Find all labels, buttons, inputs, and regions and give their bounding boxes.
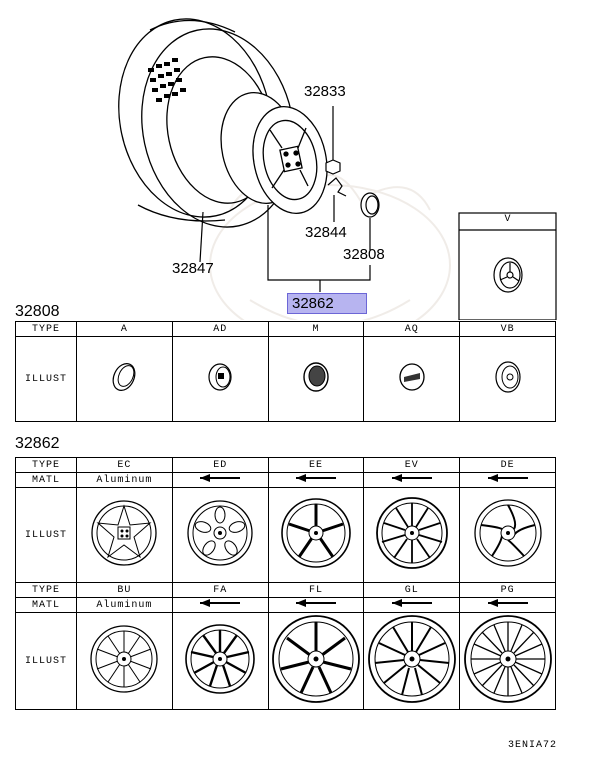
- variant-v-header: V: [504, 214, 511, 225]
- wheel-ev-icon: [375, 497, 448, 569]
- illust-cap-m: [267, 336, 365, 422]
- illust-wheel-fa: [171, 612, 269, 710]
- type-cell: BU: [76, 582, 173, 598]
- matl-same-arrow: [459, 597, 556, 613]
- wheel-bu-icon: [90, 625, 159, 693]
- matl-same-arrow: [267, 597, 365, 613]
- wheel-ee-icon: [281, 498, 351, 568]
- table-32808: TYPE A AD M AQ VB ILLUST: [15, 321, 556, 422]
- table-32862: TYPE EC ED EE EV DE MATL Aluminum ILLUST…: [15, 457, 556, 710]
- row-header-illust: ILLUST: [15, 336, 77, 422]
- lug-nut-drawing: [325, 106, 341, 175]
- cap-aq-icon: [399, 363, 425, 391]
- type-cell: GL: [363, 582, 461, 598]
- type-cell: AD: [171, 321, 269, 337]
- section-label-32862: 32862: [15, 435, 60, 452]
- type-cell: DE: [459, 457, 556, 473]
- type-cell: M: [267, 321, 365, 337]
- illust-cap-a: [76, 336, 173, 422]
- type-cell: AQ: [363, 321, 461, 337]
- type-cell: EE: [267, 457, 365, 473]
- left-arrow-icon: [200, 599, 241, 607]
- illust-wheel-ev: [363, 487, 461, 583]
- type-cell: FA: [171, 582, 269, 598]
- illust-wheel-fl: [267, 612, 365, 710]
- illust-wheel-gl: [363, 612, 461, 710]
- left-arrow-icon: [487, 599, 528, 607]
- type-cell: FL: [267, 582, 365, 598]
- illust-wheel-ec: [76, 487, 173, 583]
- section-label-32808: 32808: [15, 303, 60, 320]
- row-header-type: TYPE: [15, 321, 77, 337]
- left-arrow-icon: [487, 474, 528, 482]
- illust-wheel-bu: [76, 612, 173, 710]
- matl-same-arrow: [171, 472, 269, 488]
- diagram-code: 3ENIA72: [508, 740, 558, 751]
- callout-32847[interactable]: 32847: [172, 260, 214, 277]
- valve-drawing: [327, 177, 347, 222]
- wheel-fl-icon: [272, 615, 360, 703]
- wheel-fa-icon: [185, 624, 255, 694]
- exploded-view: [118, 18, 557, 320]
- illust-wheel-de: [459, 487, 556, 583]
- left-arrow-icon: [295, 599, 336, 607]
- type-cell: EV: [363, 457, 461, 473]
- illust-cap-ad: [171, 336, 269, 422]
- left-arrow-icon: [200, 474, 241, 482]
- wheel-ec-icon: [91, 500, 158, 566]
- matl-cell: Aluminum: [76, 597, 173, 613]
- type-cell: EC: [76, 457, 173, 473]
- cap-ad-icon: [208, 363, 232, 391]
- row-header-matl: MATL: [15, 472, 77, 488]
- callout-32833[interactable]: 32833: [304, 83, 346, 100]
- illust-cap-vb: [459, 336, 556, 422]
- callout-32862-highlighted[interactable]: 32862: [287, 293, 367, 314]
- left-arrow-icon: [295, 474, 336, 482]
- row-header-illust: ILLUST: [15, 487, 77, 583]
- cap-a-icon: [112, 363, 136, 391]
- wheel-pg-icon: [463, 615, 552, 703]
- matl-same-arrow: [459, 472, 556, 488]
- wheel-ed-icon: [187, 500, 253, 566]
- type-cell: A: [76, 321, 173, 337]
- matl-same-arrow: [363, 597, 461, 613]
- left-arrow-icon: [391, 474, 432, 482]
- type-cell: ED: [171, 457, 269, 473]
- callout-32808[interactable]: 32808: [343, 246, 385, 263]
- row-header-illust: ILLUST: [15, 612, 77, 710]
- matl-same-arrow: [363, 472, 461, 488]
- leader-lines: [199, 205, 371, 292]
- illust-wheel-ed: [171, 487, 269, 583]
- callout-32844[interactable]: 32844: [305, 224, 347, 241]
- tire-tread-text: [148, 58, 186, 102]
- matl-cell: Aluminum: [76, 472, 173, 488]
- wheel-drawing: [220, 92, 328, 214]
- row-header-matl: MATL: [15, 597, 77, 613]
- cap-vb-icon: [494, 361, 521, 393]
- type-cell: PG: [459, 582, 556, 598]
- illust-wheel-pg: [459, 612, 556, 710]
- type-cell: VB: [459, 321, 556, 337]
- left-arrow-icon: [391, 599, 432, 607]
- cap-m-icon: [303, 362, 329, 392]
- wheel-gl-icon: [367, 615, 456, 703]
- matl-same-arrow: [171, 597, 269, 613]
- illust-wheel-ee: [267, 487, 365, 583]
- wheel-de-icon: [473, 499, 542, 567]
- variant-v-cap-illustration: [493, 257, 523, 293]
- row-header-type: TYPE: [15, 582, 77, 598]
- row-header-type: TYPE: [15, 457, 77, 473]
- illust-cap-aq: [363, 336, 461, 422]
- center-cap-drawing: [360, 192, 380, 250]
- matl-same-arrow: [267, 472, 365, 488]
